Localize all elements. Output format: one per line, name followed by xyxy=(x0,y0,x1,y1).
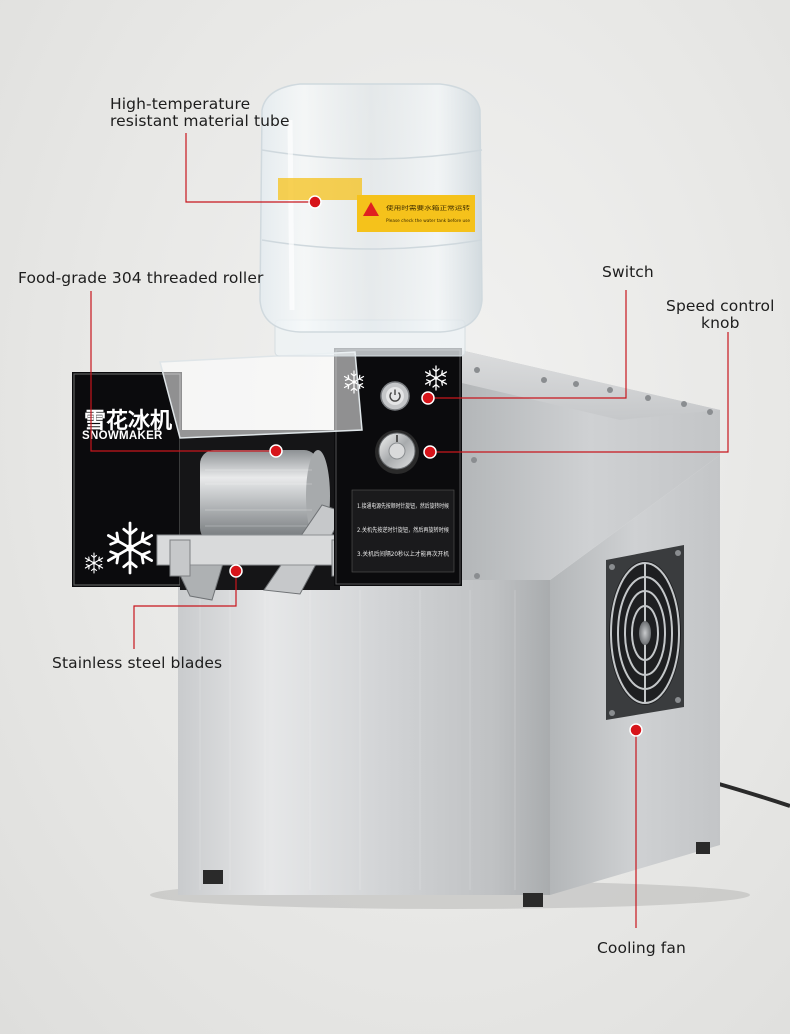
brushed-texture xyxy=(199,590,516,890)
body-front xyxy=(178,580,550,895)
label-threaded-roller: Food-grade 304 threaded roller xyxy=(18,269,264,287)
leader-blades xyxy=(133,571,237,649)
brand-english: SNOWMAKER xyxy=(82,430,163,442)
threaded-roller xyxy=(200,450,318,542)
marker-tube xyxy=(308,195,322,209)
chute-frame xyxy=(156,534,363,566)
leader-roller xyxy=(90,291,276,452)
label-material-tube-line2: resistant material tube xyxy=(110,112,290,130)
power-cord xyxy=(711,780,790,808)
leader-speed xyxy=(430,332,729,453)
transparent-hopper-cover xyxy=(159,351,363,439)
warning-triangle-icon xyxy=(363,202,379,216)
cooling-fan[interactable] xyxy=(606,545,684,720)
instruction-line-1: 1.接通电源先按顺时针旋钮，然后旋转时候 xyxy=(357,502,449,510)
brand-chinese: 雪花冰机 xyxy=(84,408,172,434)
warning-text-en: Please check the water tank before use xyxy=(386,218,470,224)
housing-screws xyxy=(471,367,713,579)
marker-switch xyxy=(421,391,435,405)
warning-text-cn: 使用时需要水箱正常运转 xyxy=(386,204,471,212)
marker-roller xyxy=(269,444,283,458)
label-cooling-fan: Cooling fan xyxy=(597,939,686,957)
warning-sticker-small xyxy=(278,178,362,200)
marker-speed xyxy=(423,445,437,459)
label-speed-knob: Speed control knob xyxy=(666,298,775,332)
power-switch[interactable] xyxy=(380,381,410,411)
label-steel-blades: Stainless steel blades xyxy=(52,654,223,672)
callout-leaders xyxy=(90,133,729,928)
leader-switch xyxy=(428,290,627,399)
water-bottle: 使用时需要水箱正常运转 Please check the water tank … xyxy=(259,83,483,357)
label-speed-knob-line1: Speed control xyxy=(666,297,775,315)
label-material-tube-line1: High-temperature xyxy=(110,95,251,113)
speed-control-knob[interactable] xyxy=(375,430,419,474)
callout-markers xyxy=(229,195,643,737)
label-speed-knob-line2: knob xyxy=(701,314,740,332)
marker-blades xyxy=(229,564,243,578)
instruction-line-3: 3.关机后间隔20秒以上才能再次开机 xyxy=(357,550,449,558)
label-material-tube: High-temperature resistant material tube xyxy=(110,96,290,130)
marker-fan xyxy=(629,723,643,737)
power-icon xyxy=(389,389,401,402)
leader-tube xyxy=(185,133,315,203)
instruction-line-2: 2.关机先按逆时针旋钮，然后再旋转时候 xyxy=(357,526,449,534)
label-switch: Switch xyxy=(602,263,654,281)
